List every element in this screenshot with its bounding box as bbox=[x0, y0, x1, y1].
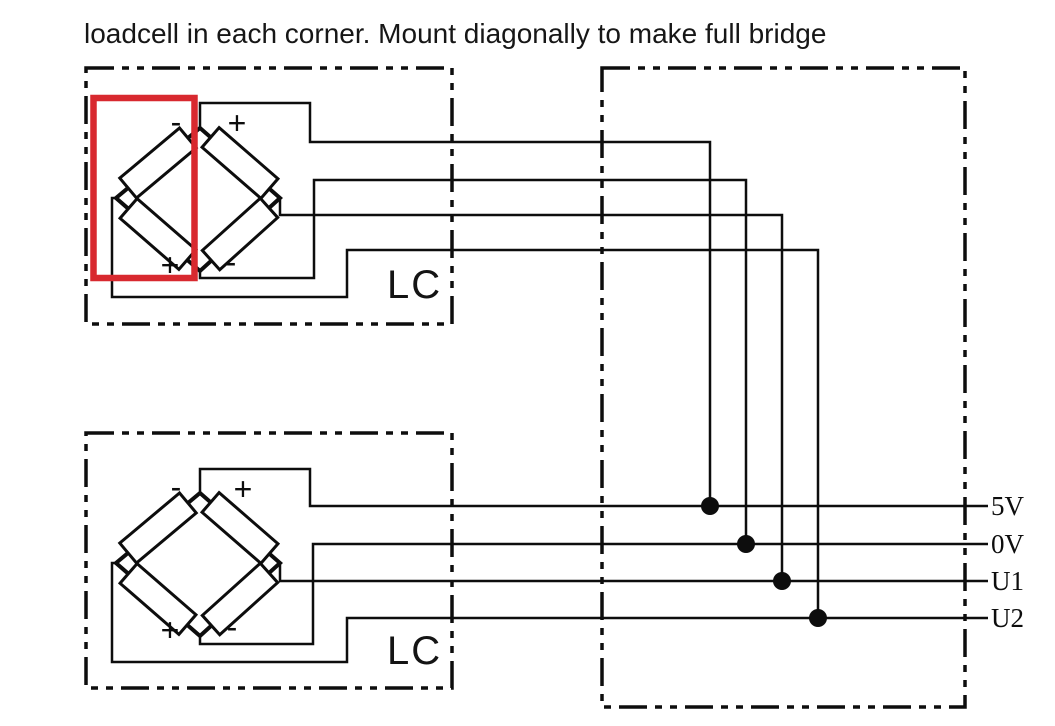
junction-dot-0v bbox=[737, 535, 755, 553]
polarity-bottom-right: - bbox=[226, 244, 237, 280]
loadcell-top: - + + - LC bbox=[84, 66, 820, 618]
bridge-diamond bbox=[112, 490, 284, 639]
highlight-rectangle bbox=[90, 94, 198, 282]
loadcell-bottom: - + + - LC bbox=[84, 431, 988, 690]
polarity-bottom-left: + bbox=[161, 247, 180, 283]
terminal-label-u1: U1 bbox=[991, 566, 1024, 596]
resistor bbox=[117, 125, 199, 201]
diagram-title: loadcell in each corner. Mount diagonall… bbox=[84, 18, 826, 49]
terminal-label-5v: 5V bbox=[991, 491, 1025, 521]
wire-right-node-to-u1 bbox=[278, 198, 784, 581]
junction-box-border bbox=[600, 66, 967, 709]
wire-bottom-node-to-0v bbox=[198, 178, 748, 544]
wire-top-node-to-5v-rail bbox=[198, 467, 988, 508]
resistor bbox=[117, 561, 199, 637]
polarity-top-left: - bbox=[171, 104, 182, 140]
junction-dot-u1 bbox=[773, 572, 791, 590]
resistor bbox=[199, 490, 281, 566]
wire-right-node-to-u1-rail bbox=[278, 563, 988, 583]
polarity-top-right: + bbox=[228, 105, 247, 141]
terminal-label-u2: U2 bbox=[991, 603, 1024, 633]
wire-left-node-to-u2-rail bbox=[110, 561, 988, 664]
bridge-diamond bbox=[112, 125, 284, 274]
loadcell-label: LC bbox=[387, 629, 442, 673]
junction-box: 5V 0V U1 U2 bbox=[600, 66, 1025, 709]
polarity-bottom-left: + bbox=[161, 612, 180, 648]
loadcell-label: LC bbox=[387, 263, 442, 307]
polarity-bottom-right: - bbox=[227, 609, 238, 645]
resistor bbox=[199, 125, 281, 201]
resistor bbox=[117, 196, 199, 272]
polarity-top-right: + bbox=[234, 471, 253, 507]
resistor bbox=[200, 561, 280, 637]
wire-left-node-to-u2 bbox=[110, 196, 820, 618]
polarity-top-left: - bbox=[171, 469, 182, 505]
junction-dot-5v bbox=[701, 497, 719, 515]
loadcell-bottom-enclosure-border bbox=[84, 431, 454, 690]
junction-dot-u2 bbox=[809, 609, 827, 627]
resistor bbox=[200, 196, 280, 272]
wire-bottom-node-to-0v-rail bbox=[198, 542, 988, 646]
terminal-label-0v: 0V bbox=[991, 529, 1025, 559]
wire-top-node-to-5v bbox=[198, 101, 712, 506]
loadcell-top-enclosure-border bbox=[84, 66, 454, 326]
resistor bbox=[117, 490, 199, 566]
